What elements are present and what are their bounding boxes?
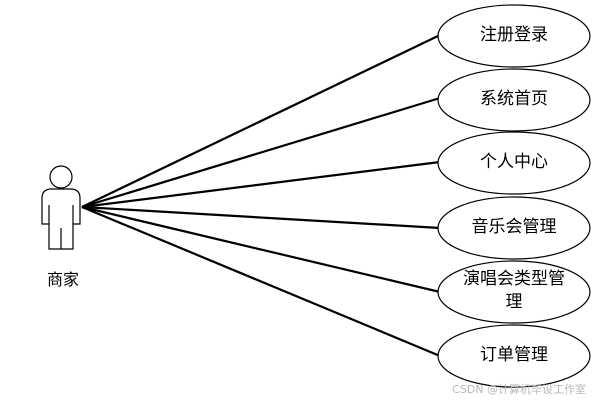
use-case-label-order-management: 订单管理 — [480, 345, 548, 365]
csdn-watermark: CSDN @计算机毕设工作室 — [452, 383, 586, 396]
use-case-ellipses — [437, 4, 591, 388]
actor-head — [49, 165, 73, 189]
association-line-personal-center — [81, 160, 441, 209]
association-line-concert-type-management — [81, 205, 441, 294]
association-line-concert-management — [81, 205, 441, 230]
use-case-label-personal-center: 个人中心 — [480, 152, 548, 172]
use-case-personal-center — [437, 131, 591, 195]
association-line-order-management — [81, 205, 441, 358]
use-case-label-concert-management: 音乐会管理 — [471, 217, 557, 237]
stick-figure-actor-icon — [41, 165, 81, 250]
use-case-concert-management — [437, 196, 591, 260]
use-case-label-register-login: 注册登录 — [480, 25, 548, 45]
use-case-label-system-home: 系统首页 — [480, 89, 548, 109]
use-case-label-concert-type-management: 演唱会类型管 理 — [463, 269, 565, 312]
use-case-concert-type-management — [437, 260, 591, 324]
association-line-register-login — [81, 34, 441, 208]
use-case-order-management — [437, 324, 591, 388]
use-case-system-home — [437, 68, 591, 132]
actor-label: 商家 — [46, 270, 79, 289]
actor-body — [41, 188, 81, 250]
association-lines — [81, 34, 441, 358]
use-case-register-login — [437, 4, 591, 68]
association-line-system-home — [81, 96, 441, 209]
